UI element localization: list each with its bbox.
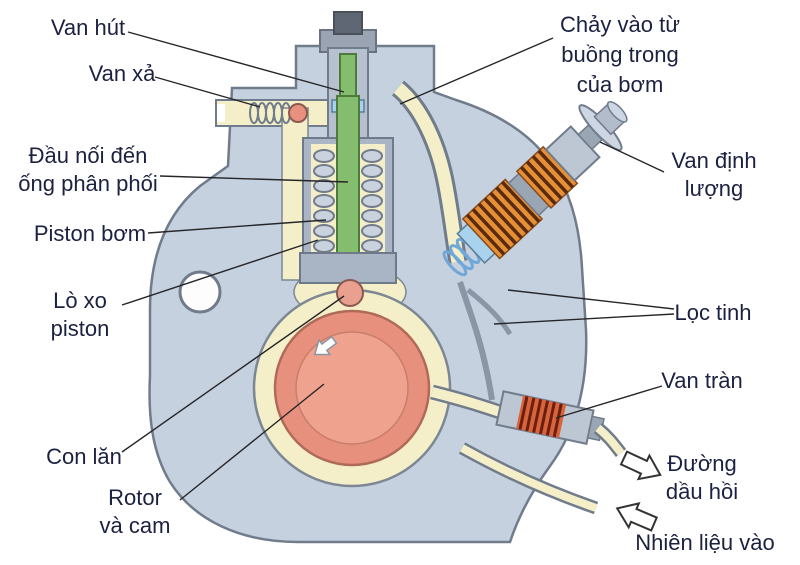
leader-con-lan bbox=[121, 295, 345, 453]
label-nhien-lieu-vao: Nhiên liệu vào bbox=[635, 530, 774, 555]
label-lo-xo-1: Lò xo bbox=[53, 288, 107, 313]
label-chay-vao-1: Chảy vào từ bbox=[560, 12, 680, 37]
leader-van-xa bbox=[154, 76, 261, 108]
outlet-pipe-opening bbox=[217, 104, 225, 122]
leader-van-dinh-luong bbox=[599, 141, 665, 173]
fuel-inlet-pipe bbox=[460, 444, 598, 512]
label-van-hut: Van hút bbox=[51, 15, 125, 40]
internal-pipe-2 bbox=[466, 288, 513, 336]
rotor-inner bbox=[295, 331, 409, 445]
piston-foot bbox=[299, 252, 397, 284]
rotation-arrow-icon bbox=[313, 335, 338, 356]
label-van-dinh-luong-2: lượng bbox=[685, 176, 744, 201]
inlet-channel bbox=[393, 82, 465, 264]
exhaust-valve-seat bbox=[288, 103, 308, 123]
suction-valve-stem bbox=[339, 53, 357, 103]
label-duong-dau-hoi-2: dầu hồi bbox=[666, 479, 738, 504]
return-pipe bbox=[595, 424, 625, 456]
exhaust-valve-spring bbox=[249, 102, 291, 124]
label-chay-vao-2: buồng trong bbox=[561, 42, 678, 67]
leader-van-hut bbox=[127, 31, 345, 93]
label-van-xa: Van xả bbox=[89, 61, 157, 86]
label-van-tran: Van tràn bbox=[661, 368, 743, 393]
fuel-inlet-arrow-icon bbox=[615, 502, 659, 532]
roller bbox=[336, 279, 364, 307]
metering-valve-knob-end bbox=[606, 101, 628, 123]
return-flow-arrow-icon bbox=[619, 450, 662, 481]
mounting-hole bbox=[178, 270, 222, 314]
internal-pipe-1 bbox=[457, 281, 495, 401]
leader-loc-tinh-2 bbox=[493, 313, 675, 325]
piston-spring-right bbox=[361, 149, 383, 253]
label-dau-noi-1: Đầu nối đến bbox=[29, 143, 148, 168]
label-chay-vao-3: của bơm bbox=[577, 72, 664, 97]
leader-van-tran bbox=[555, 385, 663, 419]
leader-chay-vao bbox=[399, 37, 554, 105]
leader-piston-bom bbox=[147, 219, 327, 234]
label-van-dinh-luong-1: Van định bbox=[671, 148, 756, 173]
overflow-valve bbox=[495, 390, 605, 445]
label-con-lan: Con lăn bbox=[46, 444, 122, 469]
leader-lo-xo-piston bbox=[121, 239, 319, 306]
piston-spring-left bbox=[313, 149, 335, 253]
top-cap bbox=[333, 11, 363, 35]
label-dau-noi-2: ống phân phối bbox=[18, 171, 157, 196]
label-piston-bom: Piston bơm bbox=[34, 221, 146, 246]
label-lo-xo-2: piston bbox=[51, 316, 110, 341]
leader-dau-noi bbox=[159, 175, 349, 183]
label-duong-dau-hoi-1: Đường bbox=[667, 451, 737, 476]
leader-rotor-va-cam bbox=[179, 383, 325, 501]
label-rotor-1: Rotor bbox=[108, 485, 162, 510]
leader-loc-tinh-1 bbox=[507, 289, 675, 310]
label-rotor-2: và cam bbox=[100, 513, 171, 538]
pump-piston bbox=[336, 95, 360, 257]
metering-valve-assembly bbox=[442, 101, 628, 277]
label-loc-tinh: Lọc tinh bbox=[674, 300, 751, 325]
